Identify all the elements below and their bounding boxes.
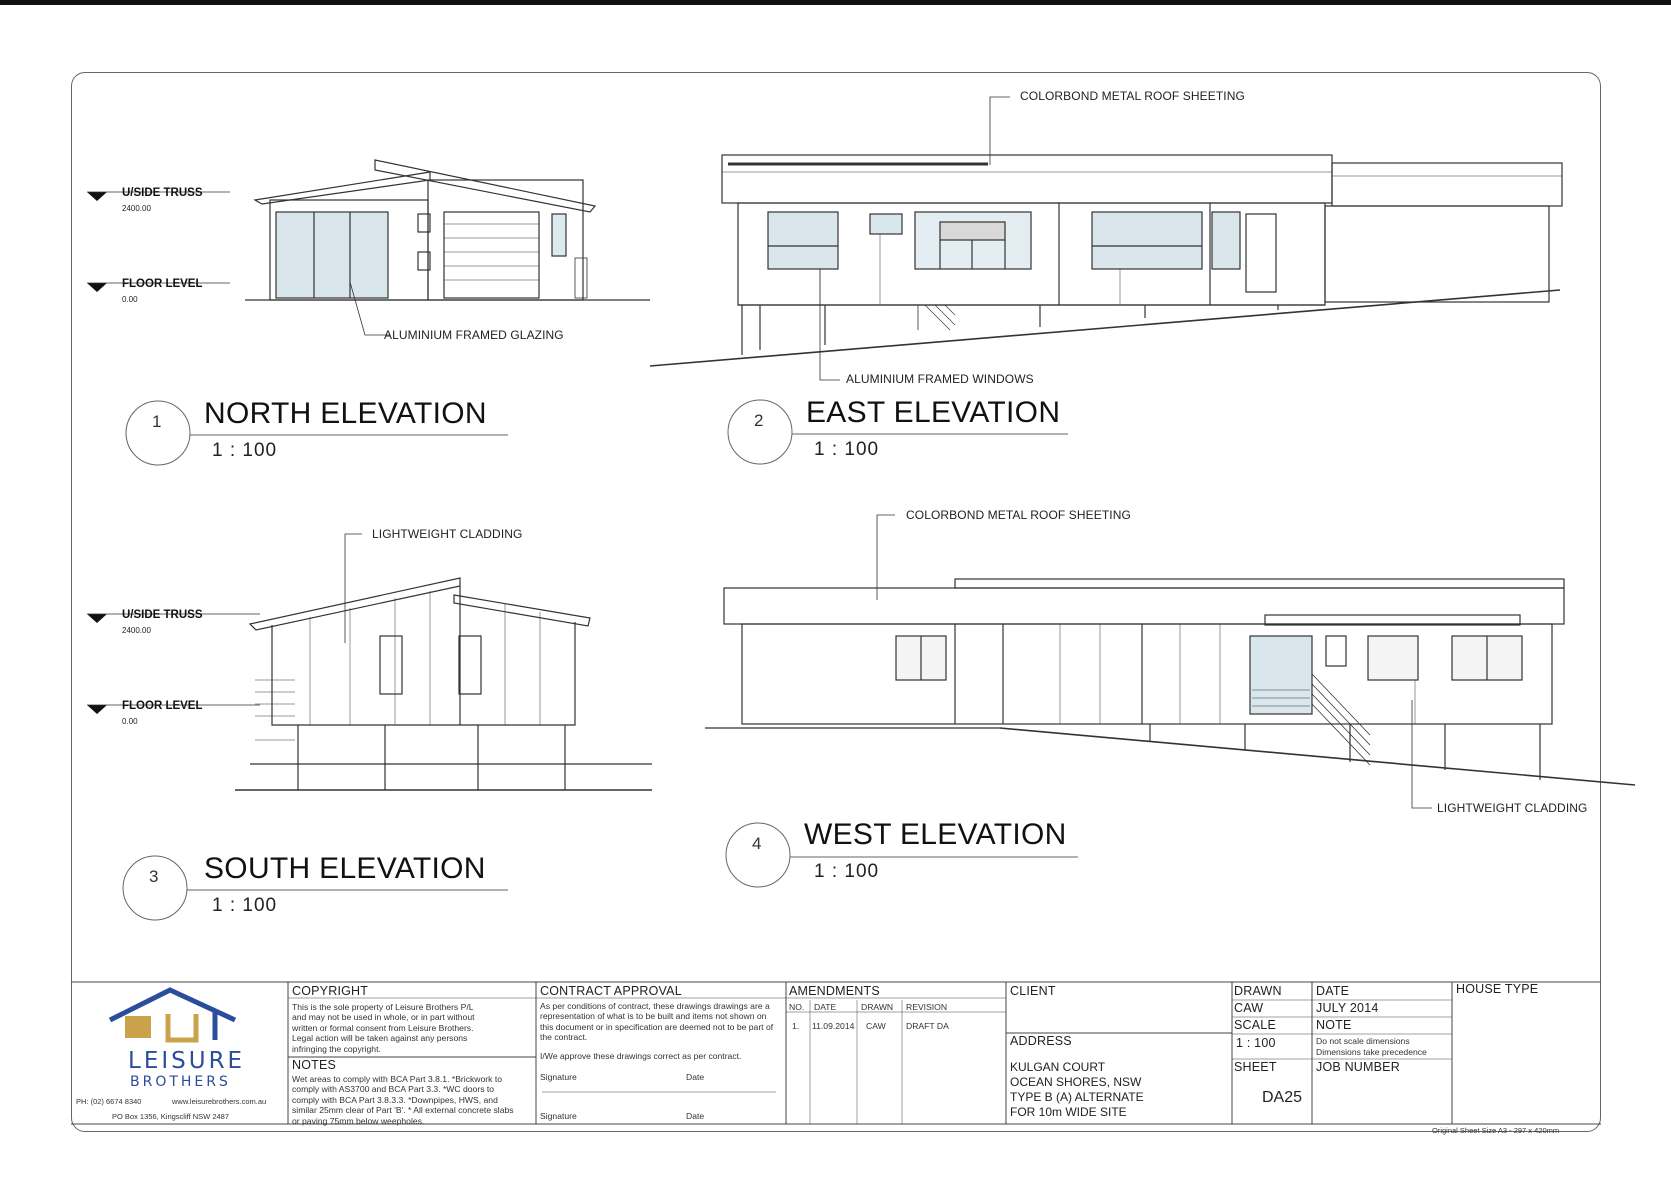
view-scale-east: 1 : 100 <box>814 439 880 460</box>
view-markers <box>122 399 1078 921</box>
copyright-text: This is the sole property of Leisure Bro… <box>292 1002 475 1054</box>
amend-col-revision: REVISION <box>906 1002 948 1012</box>
signature-label-1: Signature <box>540 1072 577 1082</box>
view-number-1: 1 <box>152 412 162 431</box>
south-truss-label: U/SIDE TRUSS <box>122 609 203 621</box>
drawing-sheet-frame <box>71 72 1601 1132</box>
north-elevation-drawing <box>87 159 650 336</box>
view-number-3: 3 <box>149 867 159 886</box>
drawn-heading: DRAWN <box>1234 984 1282 998</box>
company-phone: PH: (02) 6674 8340 <box>76 1097 142 1106</box>
scale-heading: SCALE <box>1234 1018 1276 1032</box>
notes-heading: NOTES <box>292 1058 337 1072</box>
job-number-heading: JOB NUMBER <box>1316 1060 1400 1074</box>
company-logo <box>108 987 237 1043</box>
amend-row-drawn: CAW <box>866 1021 886 1031</box>
title-block-grid <box>71 981 1601 1125</box>
view-title-north: NORTH ELEVATION <box>204 397 487 430</box>
view-number-2: 2 <box>754 411 764 430</box>
south-elevation-drawing <box>87 533 652 791</box>
view-scale-north: 1 : 100 <box>212 440 278 461</box>
north-truss-value: 2400.00 <box>122 204 151 213</box>
note-cladding-west: LIGHTWEIGHT CLADDING <box>1437 801 1588 815</box>
note-roof-sheeting-east: COLORBOND METAL ROOF SHEETING <box>1020 89 1245 103</box>
date-value: JULY 2014 <box>1316 1001 1379 1015</box>
contract-text: As per conditions of contract, these dra… <box>540 1001 774 1043</box>
south-floor-label: FLOOR LEVEL <box>122 700 203 712</box>
amend-row-date: 11.09.2014 <box>812 1021 855 1031</box>
contract-heading: CONTRACT APPROVAL <box>540 984 682 998</box>
company-name-line1: LEISURE <box>128 1048 246 1074</box>
address-line-1: KULGAN COURT <box>1010 1060 1106 1074</box>
top-border <box>0 0 1671 5</box>
date-label-2: Date <box>686 1111 705 1121</box>
note-cladding-south: LIGHTWEIGHT CLADDING <box>372 527 523 541</box>
signature-label-2: Signature <box>540 1111 577 1121</box>
date-heading: DATE <box>1316 984 1350 998</box>
view-number-4: 4 <box>752 834 762 853</box>
south-truss-value: 2400.00 <box>122 626 151 635</box>
note-framed-glazing: ALUMINIUM FRAMED GLAZING <box>384 328 564 342</box>
house-type-heading: HOUSE TYPE <box>1456 982 1539 996</box>
approve-text: I/We approve these drawings correct as p… <box>540 1051 742 1061</box>
west-elevation-drawing <box>705 514 1636 809</box>
date-label-1: Date <box>686 1072 705 1082</box>
address-line-2: OCEAN SHORES, NSW <box>1010 1075 1142 1089</box>
sheet-value: DA25 <box>1262 1089 1303 1106</box>
amend-col-date: DATE <box>814 1002 837 1012</box>
sheet-size-note: Original Sheet Size A3 - 297 x 420mm <box>1432 1126 1560 1135</box>
north-floor-label: FLOOR LEVEL <box>122 278 203 290</box>
note-roof-sheeting-west: COLORBOND METAL ROOF SHEETING <box>906 508 1131 522</box>
view-title-west: WEST ELEVATION <box>804 818 1067 851</box>
address-heading: ADDRESS <box>1010 1034 1072 1048</box>
notes-text: Wet areas to comply with BCA Part 3.8.1.… <box>292 1074 514 1126</box>
view-title-south: SOUTH ELEVATION <box>204 852 486 885</box>
company-name-line2: BROTHERS <box>130 1074 231 1090</box>
address-line-4: FOR 10m WIDE SITE <box>1010 1105 1127 1119</box>
note-heading: NOTE <box>1316 1018 1352 1032</box>
address-line-3: TYPE B (A) ALTERNATE <box>1010 1090 1144 1104</box>
company-website: www.leisurebrothers.com.au <box>172 1097 267 1106</box>
note-line-2: Dimensions take precedence <box>1316 1047 1427 1057</box>
copyright-heading: COPYRIGHT <box>292 984 369 998</box>
north-floor-value: 0.00 <box>122 295 138 304</box>
east-elevation-drawing <box>649 96 1563 381</box>
note-framed-windows: ALUMINIUM FRAMED WINDOWS <box>846 372 1034 386</box>
note-line-1: Do not scale dimensions <box>1316 1036 1410 1046</box>
amend-row-no: 1. <box>792 1021 800 1031</box>
amendments-heading: AMENDMENTS <box>789 984 880 998</box>
view-title-east: EAST ELEVATION <box>806 396 1061 429</box>
scale-value: 1 : 100 <box>1236 1036 1276 1050</box>
south-floor-value: 0.00 <box>122 717 138 726</box>
north-truss-label: U/SIDE TRUSS <box>122 187 203 199</box>
view-scale-south: 1 : 100 <box>212 895 278 916</box>
sheet-heading: SHEET <box>1234 1060 1277 1074</box>
company-po-box: PO Box 1356, Kingscliff NSW 2487 <box>112 1112 230 1121</box>
amend-col-drawn: DRAWN <box>861 1002 894 1012</box>
drawn-value: CAW <box>1234 1001 1264 1015</box>
amend-col-no: NO. <box>789 1002 805 1012</box>
view-scale-west: 1 : 100 <box>814 861 880 882</box>
client-heading: CLIENT <box>1010 984 1056 998</box>
amend-row-revision: DRAFT DA <box>906 1021 949 1031</box>
